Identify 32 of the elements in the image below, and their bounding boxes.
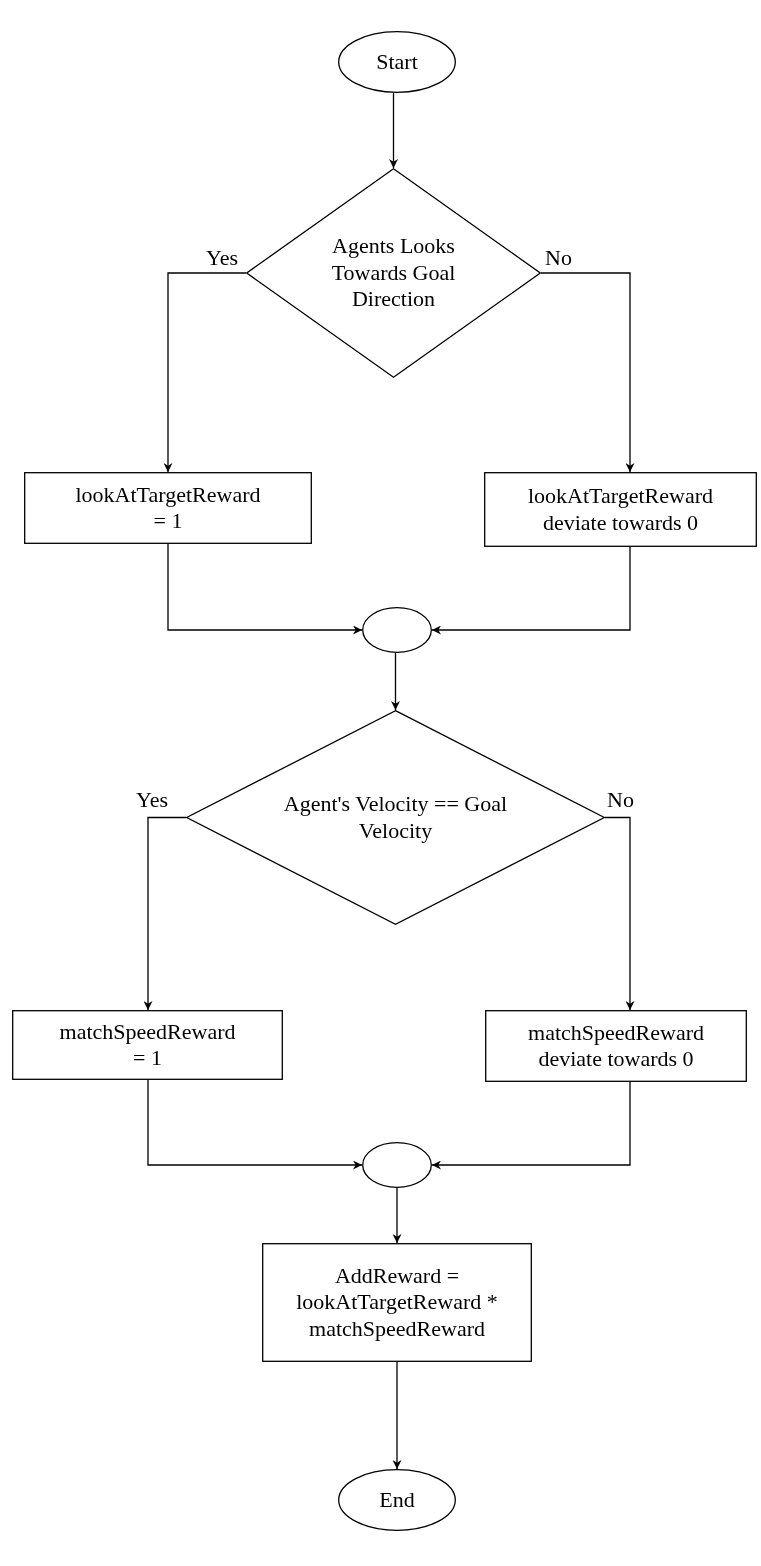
arrow bbox=[143, 816, 187, 1011]
node-label: matchSpeedReward = 1 bbox=[58, 1018, 237, 1072]
arrow bbox=[392, 1361, 402, 1470]
node-label: Agent's Velocity == Goal Velocity bbox=[282, 791, 509, 844]
junction-circle bbox=[362, 607, 432, 653]
node-label: lookAtTargetReward = 1 bbox=[74, 481, 262, 535]
node-label: Start bbox=[376, 48, 418, 76]
arrow bbox=[431, 546, 631, 635]
process-box bbox=[484, 472, 757, 547]
arrow bbox=[391, 652, 400, 711]
node-label: Agents Looks Towards Goal Direction bbox=[330, 233, 457, 313]
node-label: lookAtTargetReward deviate towards 0 bbox=[527, 483, 714, 536]
process-box bbox=[262, 1243, 532, 1362]
terminal-ellipse bbox=[338, 1469, 456, 1531]
arrow bbox=[392, 1187, 402, 1244]
junction-circle bbox=[362, 1142, 432, 1188]
process-box bbox=[485, 1010, 747, 1082]
process-box bbox=[12, 1010, 283, 1080]
arrow bbox=[604, 816, 635, 1011]
node-label: End bbox=[379, 1486, 415, 1514]
process-box bbox=[24, 472, 312, 544]
node-label: AddReward = lookAtTargetReward * matchSpeedReward bbox=[295, 1262, 499, 1343]
arrow bbox=[431, 1081, 631, 1170]
node-label: matchSpeedReward deviate towards 0 bbox=[527, 1019, 705, 1073]
terminal-ellipse bbox=[338, 31, 456, 93]
arrow bbox=[167, 543, 363, 635]
decision-diamond bbox=[246, 168, 541, 378]
arrow bbox=[147, 1079, 363, 1170]
arrow bbox=[540, 272, 635, 473]
decision-diamond bbox=[186, 710, 605, 925]
arrow bbox=[389, 92, 398, 169]
arrow bbox=[163, 272, 247, 473]
